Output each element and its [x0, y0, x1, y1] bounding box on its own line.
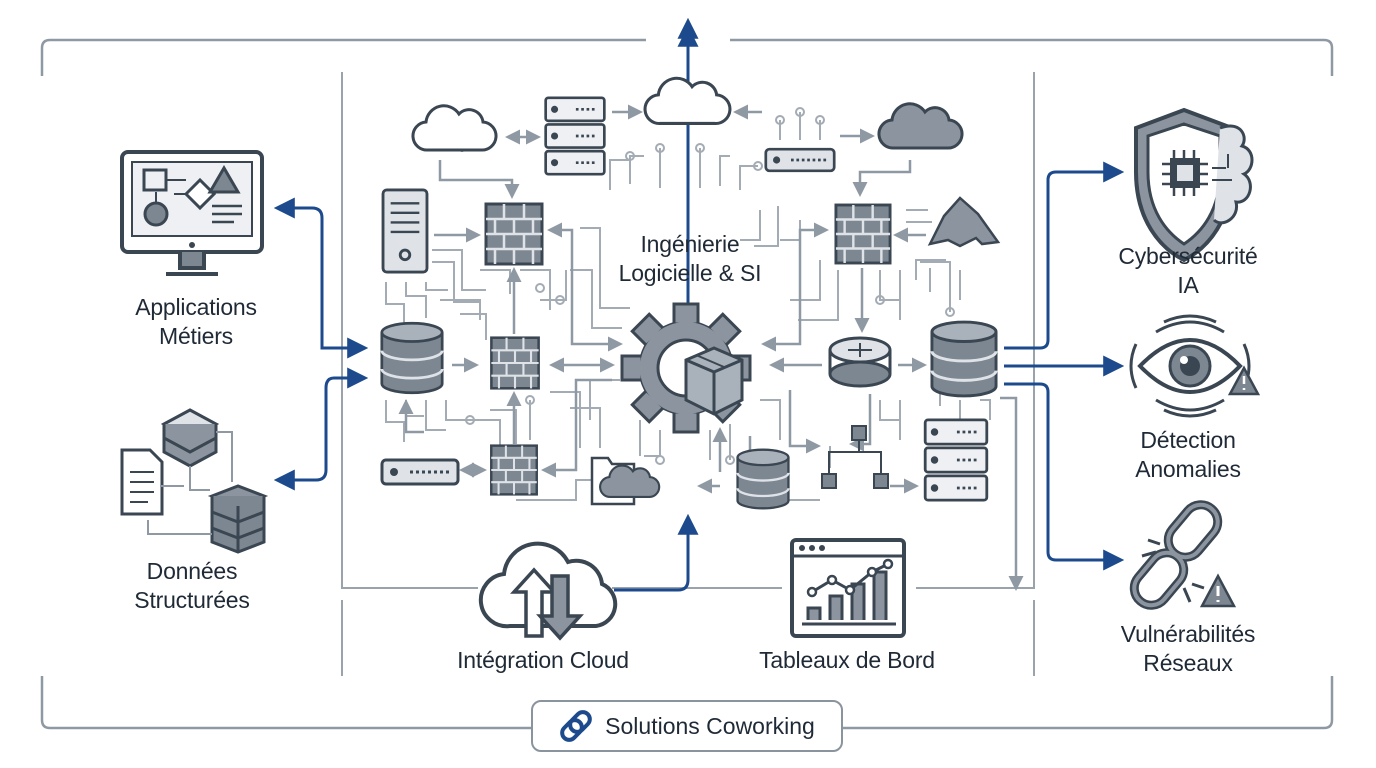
cloud-icon: [877, 102, 964, 150]
network-switch-icon: [380, 458, 460, 486]
dashboard-label-text: Tableaux de Bord: [759, 647, 935, 673]
center-label: Ingénierie Logicielle & SI: [590, 230, 790, 288]
arrow-to-cyber: [1004, 161, 1125, 350]
network-switch-icon: [764, 147, 836, 173]
link-icon: [560, 710, 592, 742]
dashboard-chart-icon: [790, 538, 906, 638]
cloud-label-text: Intégration Cloud: [457, 647, 629, 673]
structured-data-icon: [120, 408, 269, 554]
data-label-line2: Structurées: [134, 587, 250, 613]
server-rack-icon: [544, 96, 606, 176]
router-icon: [828, 336, 892, 388]
dashboard-label: Tableaux de Bord: [722, 646, 972, 675]
broken-chain-icon: [1129, 500, 1237, 610]
anomaly-label-line1: Détection: [1140, 427, 1236, 453]
arrow-to-data: [273, 376, 342, 491]
inner-boundaries: [341, 72, 1035, 676]
firewall-icon: [834, 203, 892, 265]
cyber-label-line2: IA: [1177, 272, 1199, 298]
arrow-from-cloud: [614, 513, 699, 592]
applications-label: Applications Métiers: [96, 293, 296, 351]
vuln-label-line2: Réseaux: [1143, 650, 1233, 676]
infrastructure-icons: [380, 76, 1001, 510]
hierarchy-icon: [821, 425, 889, 489]
data-label: Données Structurées: [92, 557, 292, 615]
vuln-label-line1: Vulnérabilités: [1120, 621, 1256, 647]
folder-cloud-icon: [590, 456, 661, 506]
cloud-icon: [643, 76, 732, 126]
circuit-traces: [385, 107, 991, 501]
firewall-icon: [489, 336, 541, 390]
footer-badge[interactable]: Solutions Coworking: [531, 700, 843, 752]
arrow-to-applications: [273, 197, 342, 350]
cyber-label-line1: Cybersécurité: [1118, 243, 1258, 269]
eye-warning-icon: [1129, 314, 1261, 418]
monitor-icon: [120, 150, 264, 276]
shield-brain-icon: [1134, 107, 1254, 263]
database-icon: [380, 321, 444, 395]
center-label-line1: Ingénierie: [640, 231, 740, 257]
cloud-sync-icon: [478, 541, 618, 641]
vuln-label: Vulnérabilités Réseaux: [1088, 620, 1288, 678]
data-label-line1: Données: [146, 558, 238, 584]
outer-frame: [40, 38, 1334, 730]
firewall-icon: [489, 444, 539, 496]
mountain-cloud-icon: [927, 196, 1001, 248]
applications-label-line1: Applications: [135, 294, 257, 320]
anomaly-label: Détection Anomalies: [1088, 426, 1288, 484]
cloud-label: Intégration Cloud: [418, 646, 668, 675]
database-icon: [736, 448, 790, 510]
applications-label-line2: Métiers: [158, 323, 233, 349]
internal-flows: [398, 104, 1024, 591]
firewall-icon: [484, 202, 544, 266]
cyber-label: Cybersécurité IA: [1088, 242, 1288, 300]
anomaly-label-line2: Anomalies: [1135, 456, 1241, 482]
main-flows: [273, 25, 1125, 592]
gear-box-icon: [620, 302, 752, 434]
footer-label: Solutions Coworking: [605, 712, 815, 739]
arrow-to-vuln: [1004, 382, 1125, 571]
cloud-icon: [411, 104, 498, 152]
server-rack-icon: [923, 418, 989, 502]
server-tower-icon: [381, 188, 429, 274]
center-label-line2: Logicielle & SI: [618, 260, 762, 286]
database-icon: [930, 320, 998, 398]
